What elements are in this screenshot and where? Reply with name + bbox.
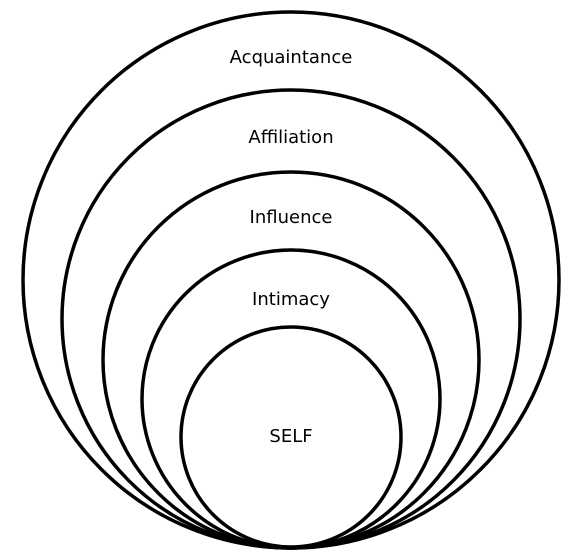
ring-self-label: SELF bbox=[269, 426, 312, 447]
ring-acquaintance-circle bbox=[21, 10, 561, 550]
ring-affiliation-circle bbox=[60, 88, 522, 550]
ring-influence-circle bbox=[101, 170, 481, 550]
ring-acquaintance-label: Acquaintance bbox=[230, 47, 353, 68]
ring-influence: Influence bbox=[101, 170, 481, 550]
ring-influence-label: Influence bbox=[250, 207, 333, 228]
ring-affiliation-label: Affiliation bbox=[248, 127, 333, 148]
ring-affiliation: Affiliation bbox=[60, 88, 522, 550]
ring-acquaintance: Acquaintance bbox=[21, 10, 561, 550]
ring-self-circle bbox=[179, 325, 403, 549]
ring-self: SELF bbox=[179, 325, 403, 549]
ring-intimacy-label: Intimacy bbox=[252, 289, 330, 310]
